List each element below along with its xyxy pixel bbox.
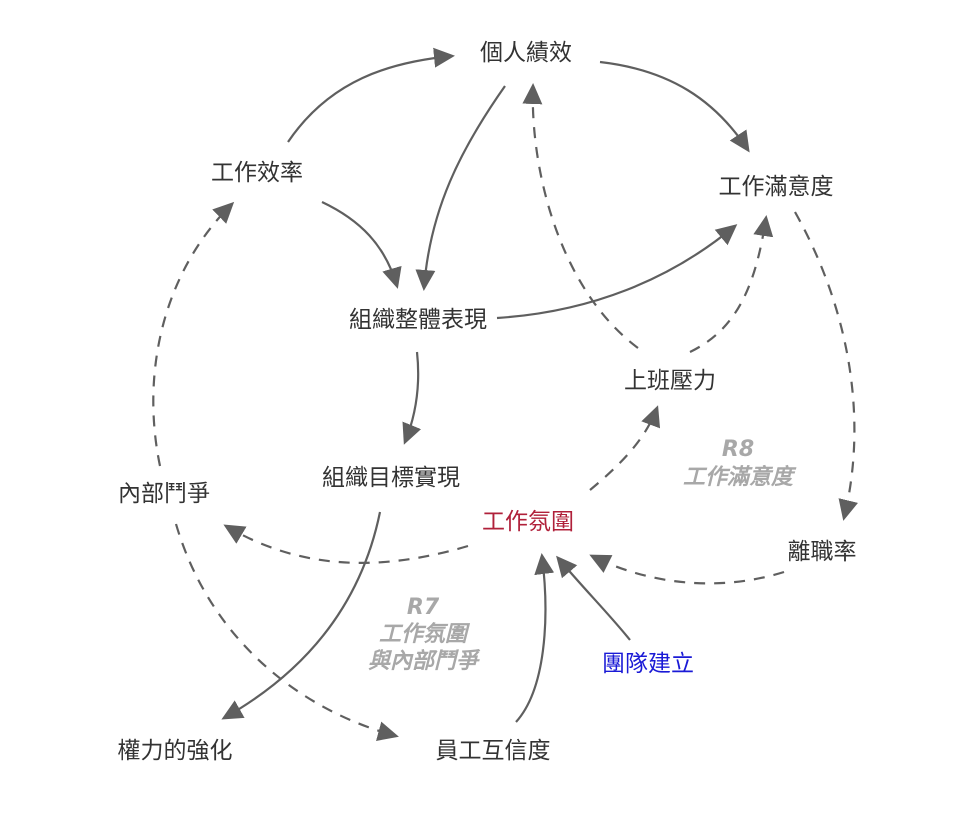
loop-label-r8: R8 工作滿意度 [683, 437, 797, 490]
node-org-overall-performance: 組織整體表現 [349, 307, 487, 333]
loop-r8-id: R8 [722, 437, 754, 462]
node-personal-performance: 個人績效 [480, 40, 572, 66]
loop-r7-name-line1: 工作氛圍 [379, 622, 471, 647]
link-work-pressure-to-personal-performance [522, 83, 639, 349]
node-work-pressure: 上班壓力 [624, 368, 716, 394]
link-turnover-rate-to-work-atmosphere [589, 554, 785, 585]
node-work-efficiency: 工作效率 [211, 160, 303, 186]
node-org-goal-achievement: 組織目標實現 [322, 465, 460, 491]
link-employee-trust-to-work-atmosphere [515, 553, 555, 723]
link-efficiency-to-personal-performance [287, 47, 455, 143]
node-team-building: 團隊建立 [602, 651, 694, 677]
node-job-satisfaction: 工作滿意度 [719, 174, 834, 200]
node-internal-conflict: 內部鬥爭 [118, 481, 210, 507]
link-job-satisfaction-to-turnover-rate [794, 211, 858, 521]
loop-label-r7: R7 工作氛圍 與內部鬥爭 [368, 595, 481, 674]
node-employee-trust: 員工互信度 [436, 738, 551, 764]
link-org-performance-to-job-satisfaction [496, 224, 738, 320]
link-efficiency-to-org-performance [321, 201, 402, 289]
link-work-atmosphere-to-internal-conflict [223, 524, 469, 564]
node-work-atmosphere: 工作氛圍 [482, 509, 574, 535]
link-team-building-to-work-atmosphere [556, 555, 631, 641]
link-internal-conflict-to-efficiency [152, 201, 235, 467]
node-turnover-rate: 離職率 [788, 539, 857, 565]
loop-r8-name: 工作滿意度 [683, 464, 797, 490]
link-goal-achievement-to-power-reinforcement [221, 511, 382, 720]
link-personal-performance-to-job-satisfaction [599, 60, 750, 153]
loop-r7-id: R7 [407, 595, 440, 620]
link-org-performance-to-goal-achievement [402, 351, 422, 445]
link-internal-conflict-to-employee-trust [174, 523, 399, 741]
node-power-reinforcement: 權力的強化 [118, 738, 233, 764]
link-work-pressure-to-job-satisfaction [689, 215, 774, 353]
loop-r7-name-line2: 與內部鬥爭 [368, 648, 481, 674]
link-personal-performance-to-org-performance [415, 85, 506, 291]
link-work-atmosphere-to-work-pressure [589, 405, 661, 491]
